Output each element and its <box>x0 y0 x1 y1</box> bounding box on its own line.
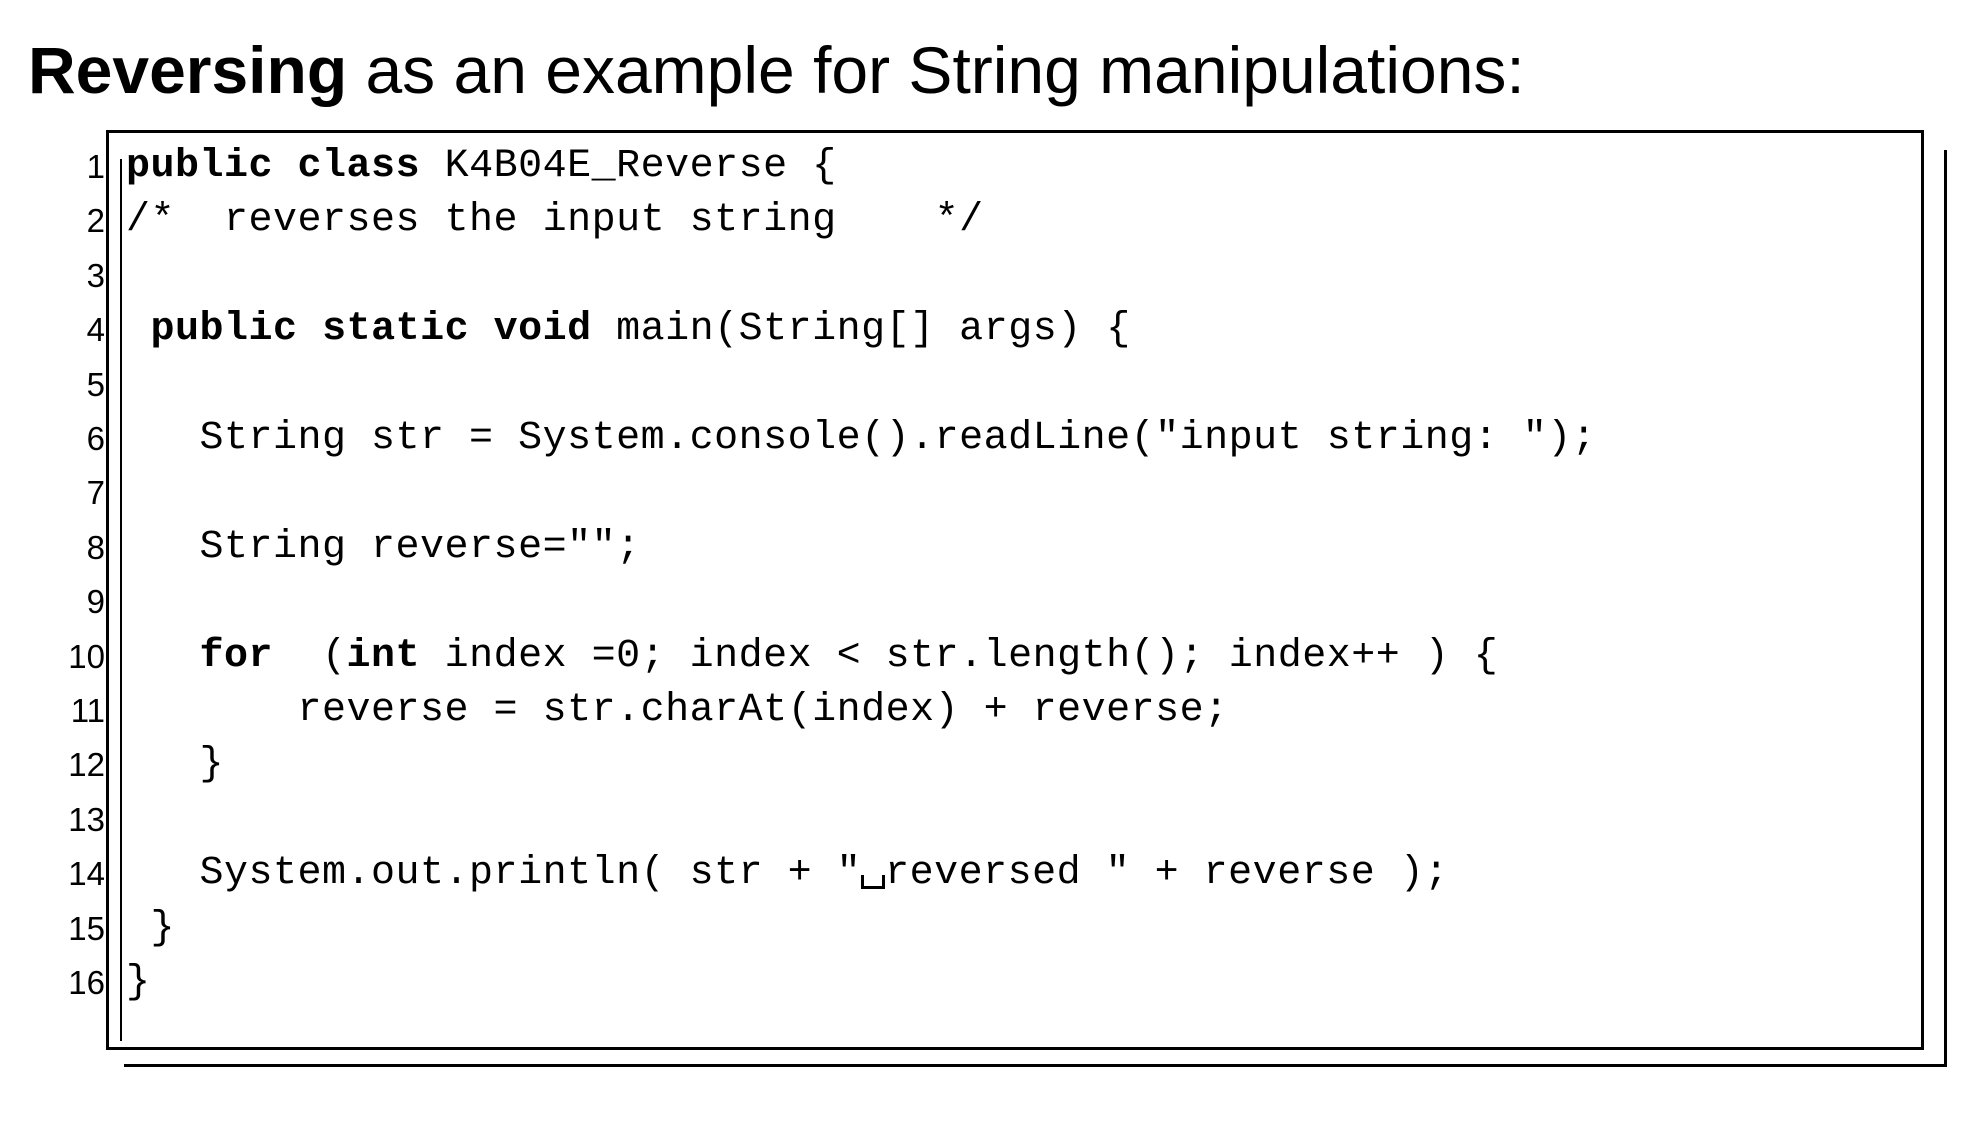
code-text: String reverse=""; <box>126 520 641 575</box>
line-number: 3 <box>86 256 105 294</box>
code-segment: index =0; index < str.length(); index++ … <box>420 633 1499 679</box>
line-number: 9 <box>86 583 105 621</box>
code-keyword: class <box>297 144 421 189</box>
code-segment <box>126 307 151 352</box>
code-segment <box>126 634 200 679</box>
code-text: for (int index =0; index < str.length();… <box>126 629 1498 684</box>
code-keyword: static <box>322 307 470 353</box>
code-text: public static void main(String[] args) { <box>126 302 1131 357</box>
gutter-divider <box>120 159 122 1041</box>
line-number: 15 <box>68 909 105 947</box>
line-number: 8 <box>86 528 105 566</box>
code-segment: ( <box>273 633 347 679</box>
code-text: String str = System.console().readLine("… <box>126 411 1596 466</box>
code-segment: String str = System.console().readLine("… <box>126 416 1597 461</box>
line-number: 7 <box>86 474 105 512</box>
code-segment: } <box>126 742 225 788</box>
line-number: 14 <box>68 855 105 893</box>
code-segment: K4B04E_Reverse { <box>420 144 837 189</box>
code-segment <box>469 307 494 352</box>
line-number: 12 <box>68 746 105 784</box>
code-box-shadow <box>124 150 1947 1067</box>
code-text: reverse = str.charAt(index) + reverse; <box>126 683 1229 738</box>
code-text: /* reverses the input string */ <box>126 193 984 248</box>
code-segment: } <box>126 960 151 1005</box>
title-bold: Reversing <box>28 33 348 107</box>
code-segment: reverse = str.charAt(index) + reverse; <box>126 688 1229 733</box>
code-segment: reversed " + reverse ); <box>885 851 1449 897</box>
line-number: 6 <box>86 420 105 457</box>
code-segment: /* reverses the input string */ <box>126 198 984 244</box>
line-number: 2 <box>86 202 105 240</box>
code-text: public class K4B04E_Reverse { <box>126 139 837 194</box>
code-segment <box>273 144 298 189</box>
code-segment: String reverse=""; <box>126 524 641 570</box>
code-text: } <box>126 901 175 956</box>
code-keyword: int <box>346 633 421 679</box>
line-number: 10 <box>68 637 105 675</box>
code-keyword: for <box>199 633 274 679</box>
line-number: 4 <box>86 311 105 349</box>
code-text: System.out.println( str + " reversed " + … <box>126 846 1449 901</box>
line-number: 5 <box>86 365 105 403</box>
code-text: } <box>126 955 151 1010</box>
visible-space-icon <box>861 875 886 890</box>
line-number: 13 <box>68 800 105 838</box>
code-listing: 1 public class K4B04E_Reverse { 2 /* revers… <box>68 130 1924 1050</box>
code-keyword: public <box>126 144 274 189</box>
line-number: 11 <box>70 692 105 729</box>
title-rest: as an example for String manipulations: <box>347 33 1525 107</box>
line-number: 16 <box>68 964 105 1001</box>
code-segment: main(String[] args) { <box>591 307 1131 353</box>
line-number: 1 <box>86 148 105 185</box>
code-segment <box>298 307 323 352</box>
code-keyword: public <box>150 307 298 353</box>
page-title: Reversing as an example for String manip… <box>28 30 1525 110</box>
code-text: } <box>126 737 224 792</box>
code-segment: } <box>126 905 176 951</box>
code-segment: System.out.println( str + " <box>126 851 862 897</box>
code-keyword: void <box>493 307 592 353</box>
